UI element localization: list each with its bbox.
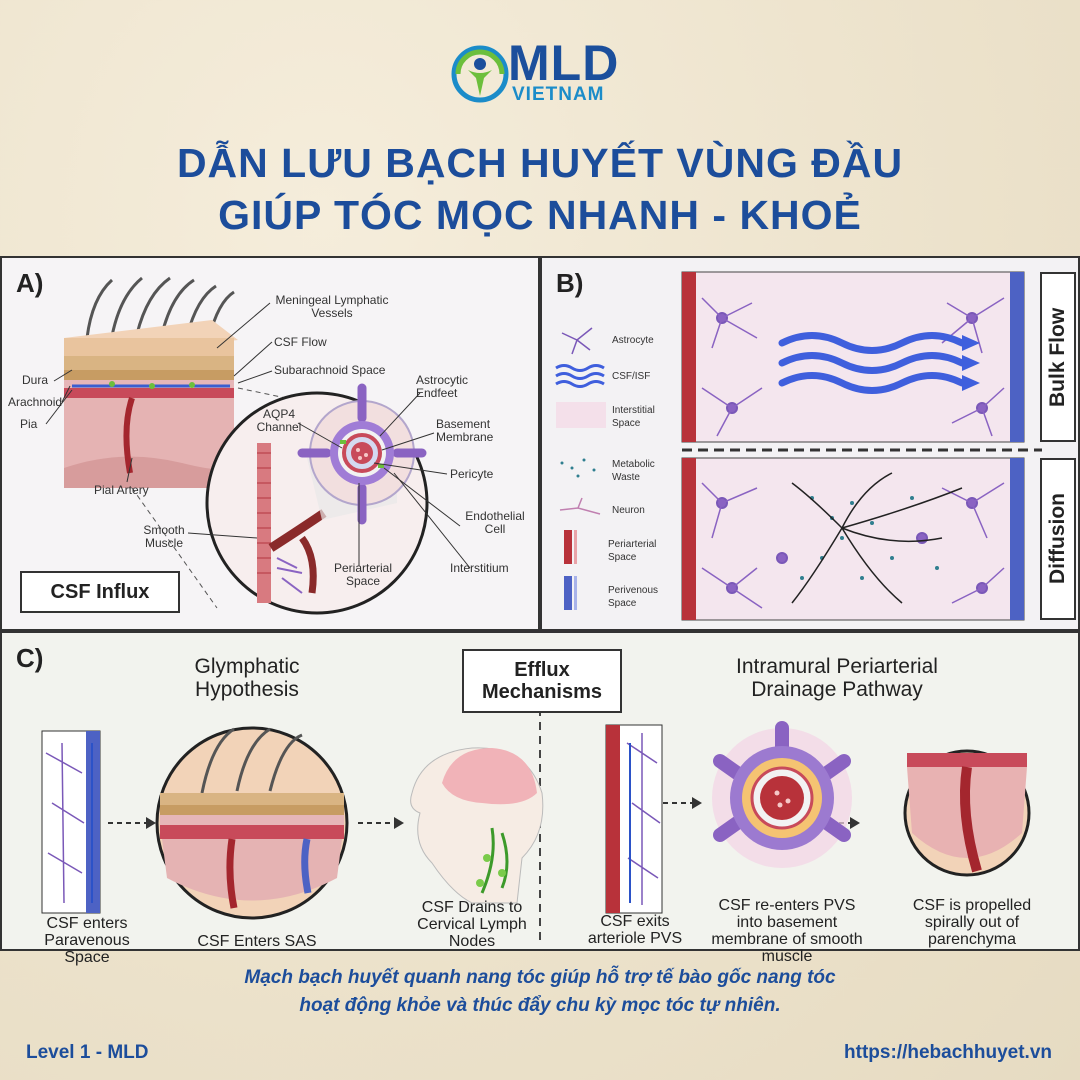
logo-sub: VIETNAM — [512, 84, 605, 105]
bulk-flow-box: Bulk Flow — [1040, 272, 1076, 442]
panel-b: B) Astrocyte CSF/ISF Interstitial Space … — [540, 256, 1080, 631]
logo-icon — [451, 45, 509, 103]
diffusion-label: Diffusion — [1046, 493, 1069, 585]
panel-b-label: B) — [556, 268, 584, 298]
legend-interstitial: Interstitial Space — [612, 405, 655, 429]
logo-brand: MLD — [508, 35, 620, 91]
intramural-heading: Intramural Periarterial Drainage Pathway — [736, 655, 938, 701]
panel-c: C) Glymphatic Hypothesis Efflux Mechanis… — [0, 631, 1080, 966]
label-pericyte: Pericyte — [450, 467, 494, 481]
efflux-mechanisms-box: Efflux Mechanisms — [462, 649, 622, 713]
legend-periarterial: Periarterial Space — [608, 539, 657, 563]
label-csf-flow: CSF Flow — [274, 335, 327, 349]
label-basement: Basement Membrane — [436, 417, 494, 444]
csf-influx-box: CSF Influx — [20, 571, 180, 613]
label-pial-artery: Pial Artery — [94, 483, 149, 497]
step-1-label: CSF enters Paravenous Space — [44, 915, 130, 966]
step-3-label: CSF Drains to Cervical Lymph Nodes — [417, 899, 527, 950]
caption: Mạch bạch huyết quanh nang tóc giúp hỗ t… — [0, 964, 1080, 1020]
legend-csf-isf: CSF/ISF — [612, 371, 651, 382]
label-smooth-muscle: Smooth Muscle — [143, 523, 185, 550]
label-endothelial: Endothelial Cell — [465, 509, 525, 536]
panel-a-illustration — [45, 276, 471, 615]
panel-c-label: C) — [16, 643, 44, 673]
legend-neuron: Neuron — [612, 505, 645, 516]
bulk-flow-label: Bulk Flow — [1046, 307, 1069, 407]
footer-level: Level 1 - MLD — [26, 1042, 149, 1063]
title-line-1: DẪN LƯU BẠCH HUYẾT VÙNG ĐẦU — [176, 140, 904, 186]
glymphatic-heading: Glymphatic Hypothesis — [194, 655, 300, 701]
legend-astrocyte: Astrocyte — [612, 335, 654, 346]
legend-perivenous: Perivenous Space — [608, 585, 659, 609]
logo: MLD VIETNAM — [450, 35, 640, 110]
label-arachnoid: Arachnoid — [8, 395, 63, 409]
caption-line-1: Mạch bạch huyết quanh nang tóc giúp hỗ t… — [244, 967, 836, 988]
label-astrocytic: Astrocytic Endfeet — [416, 373, 469, 400]
step-6-label: CSF is propelled spirally out of parench… — [912, 897, 1032, 948]
legend-metabolic-waste: Metabolic Waste — [612, 459, 655, 483]
label-periarterial: Periarterial Space — [333, 561, 393, 588]
label-interstitium: Interstitium — [450, 561, 509, 575]
diffusion-box: Diffusion — [1040, 458, 1076, 620]
label-dura: Dura — [22, 373, 49, 387]
label-meningeal: Meningeal Lymphatic Vessels — [275, 293, 389, 320]
label-subarachnoid: Subarachnoid Space — [274, 363, 386, 377]
panel-a-label: A) — [16, 268, 44, 298]
panel-a: A) Meningeal Lymphatic Vessels CSF Flow … — [0, 256, 540, 631]
label-aqp4: AQP4 Channel — [256, 407, 302, 434]
footer-website-link[interactable]: https://hebachhuyet.vn — [844, 1042, 1052, 1063]
title-line-2: GIÚP TÓC MỌC NHANH - KHOẺ — [218, 192, 862, 238]
caption-line-2: hoạt động khỏe và thúc đẩy chu kỳ mọc tó… — [299, 995, 781, 1016]
panel-b-illustration — [555, 271, 1042, 621]
step-2-label: CSF Enters SAS — [197, 933, 317, 950]
step-4-label: CSF exits arteriole PVS — [587, 913, 683, 947]
step-5-label: CSF re-enters PVS into basement membrane… — [711, 897, 863, 965]
label-pia: Pia — [20, 417, 38, 431]
panel-c-illustration — [41, 708, 1031, 943]
